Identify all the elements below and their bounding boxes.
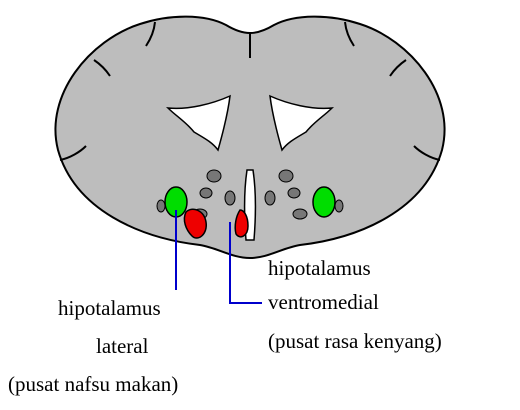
ventromedial-label-line1: hipotalamus	[268, 258, 371, 279]
lateral-label-line2: lateral	[96, 336, 148, 357]
ventromedial-label-line2: ventromedial	[268, 292, 379, 313]
ventromedial-hypothalamus-right	[235, 210, 248, 237]
lateral-label-line1: hipotalamus	[58, 298, 161, 319]
lateral-label-line3: (pusat nafsu makan)	[8, 374, 178, 395]
lateral-hypothalamus-right	[313, 187, 335, 217]
ventromedial-label-line3: (pusat rasa kenyang)	[268, 331, 442, 352]
